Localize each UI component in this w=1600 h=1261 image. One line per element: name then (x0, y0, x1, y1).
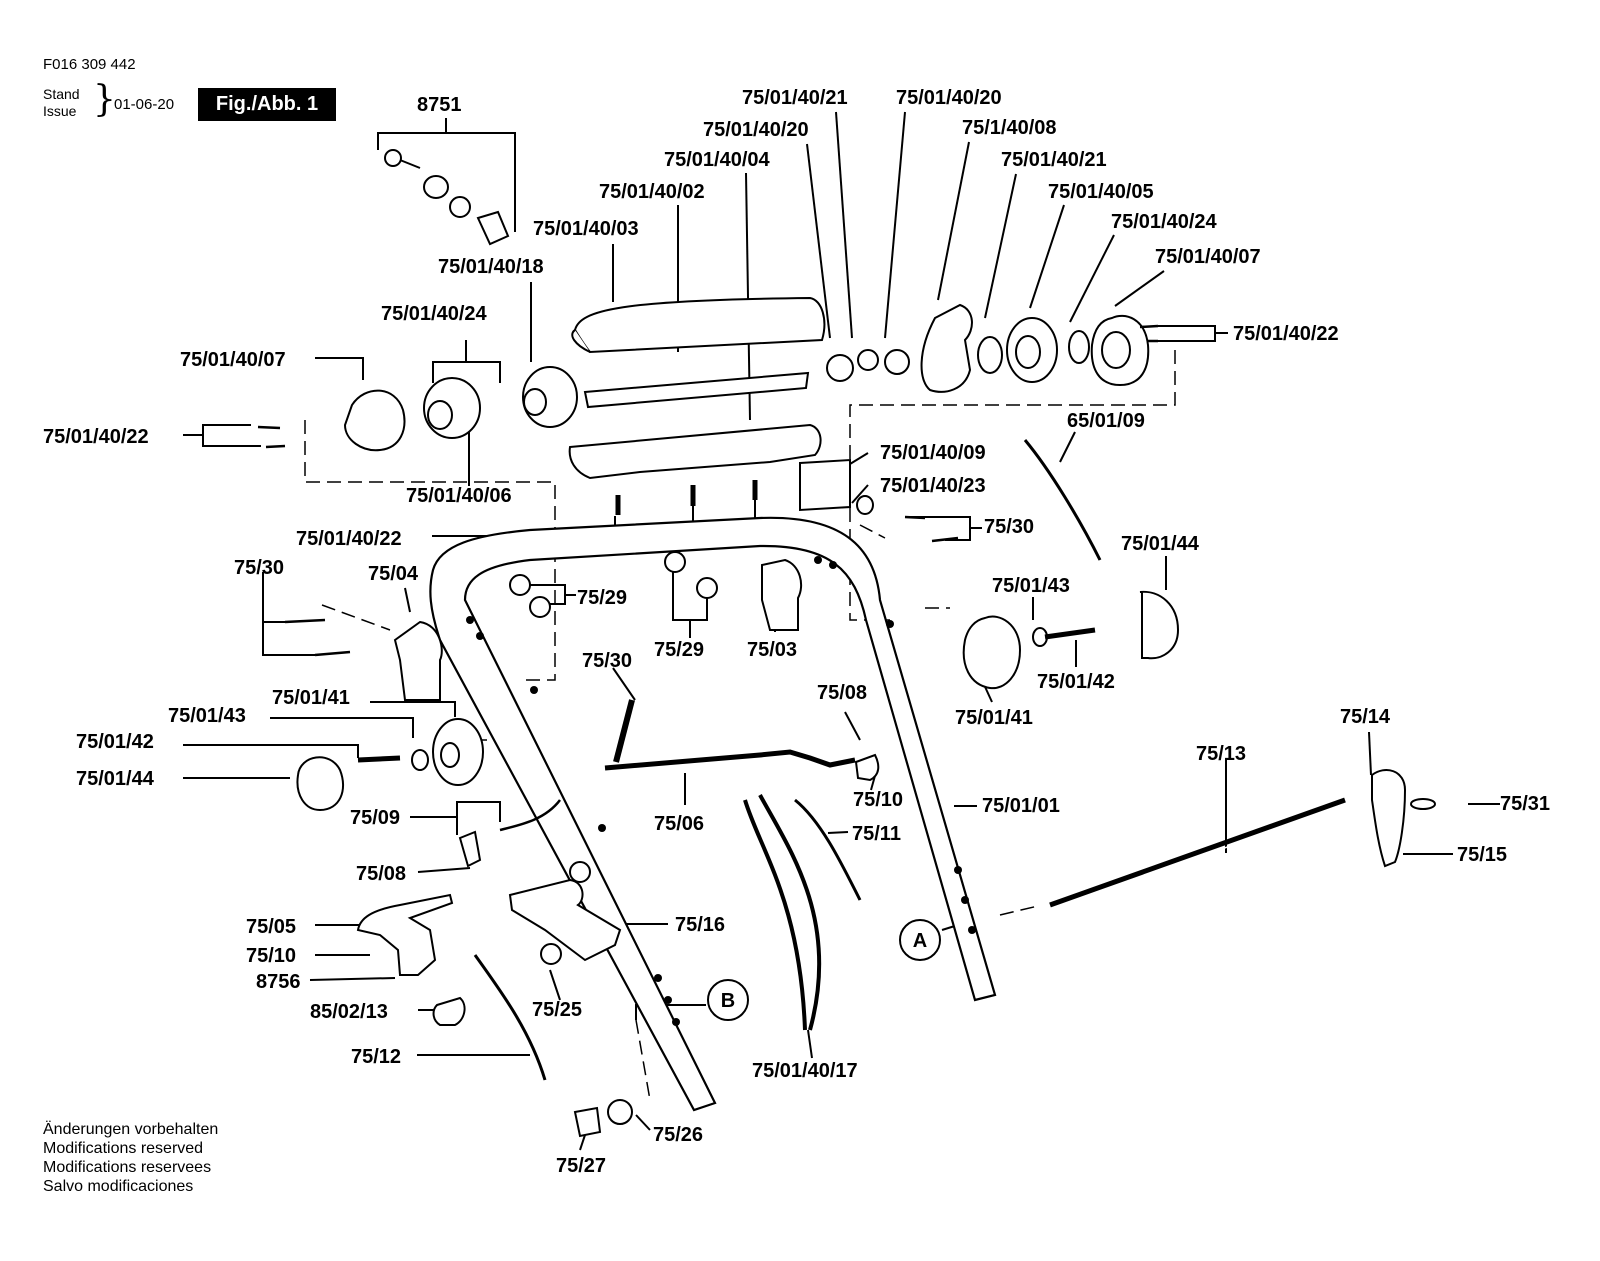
part-label: 75/01/43 (992, 575, 1070, 597)
part-label: 75/14 (1340, 706, 1391, 728)
drawing-number: F016 309 442 (43, 56, 136, 73)
part-label: 75/01/40/06 (406, 485, 512, 507)
part-label: 75/01/40/20 (896, 87, 1002, 109)
part-label: 75/01/43 (168, 705, 246, 727)
part-label: 75/01/01 (982, 795, 1060, 817)
part-label: 75/01/40/24 (1111, 211, 1218, 233)
part-label: 75/01/40/22 (1233, 323, 1339, 345)
part-label: 75/01/42 (1037, 671, 1115, 693)
notice-de: Änderungen vorbehalten (43, 1121, 219, 1138)
notice-fr: Modifications reservees (43, 1159, 212, 1176)
part-label: 75/15 (1457, 844, 1507, 866)
part-label: 75/01/41 (955, 707, 1033, 729)
part-label: 75/09 (350, 807, 400, 829)
part-label: 75/01/40/21 (742, 87, 848, 109)
part-label: 65/01/09 (1067, 410, 1145, 432)
part-label: 75/12 (351, 1046, 401, 1068)
reference-b: B (721, 990, 735, 1012)
part-label: 75/29 (654, 639, 704, 661)
part-label: 75/01/40/17 (752, 1060, 858, 1082)
part-label: 75/08 (356, 863, 406, 885)
part-label: 75/01/44 (1121, 533, 1200, 555)
part-label: 75/25 (532, 999, 582, 1021)
tube-holes (466, 556, 976, 1026)
part-label: 75/01/40/23 (880, 475, 986, 497)
part-label: 75/01/40/05 (1048, 181, 1154, 203)
part-label: 75/01/40/22 (43, 426, 149, 448)
brace-glyph: } (93, 79, 116, 120)
part-label: 75/01/40/21 (1001, 149, 1107, 171)
reference-a: A (913, 930, 927, 952)
rods-and-cables (257, 324, 1346, 1081)
part-label: 75/01/40/02 (599, 181, 705, 203)
handle-tube (429, 516, 997, 1112)
part-label: 75/30 (234, 557, 284, 579)
part-label: 75/04 (368, 563, 419, 585)
part-label: 75/01/40/04 (664, 149, 771, 171)
modification-notice: Änderungen vorbehalten Modifications res… (43, 1120, 218, 1196)
grip-parts (296, 149, 1436, 1138)
part-label: 75/26 (653, 1124, 703, 1146)
part-label: 75/30 (582, 650, 632, 672)
part-label: 75/16 (675, 914, 725, 936)
issue-date: 01-06-20 (114, 96, 175, 113)
part-label: 75/01/40/24 (381, 303, 488, 325)
part-label: 75/08 (817, 682, 867, 704)
part-label: 75/13 (1196, 743, 1246, 765)
part-label: 8756 (256, 971, 301, 993)
part-label: 75/01/40/20 (703, 119, 809, 141)
part-label: 75/01/40/09 (880, 442, 986, 464)
part-label: 85/02/13 (310, 1001, 388, 1023)
stand-label: Stand (43, 86, 80, 102)
part-label: 75/01/42 (76, 731, 154, 753)
part-label: 75/01/40/07 (180, 349, 286, 371)
part-label: 75/10 (246, 945, 296, 967)
part-label: 75/27 (556, 1155, 606, 1177)
stand-issue-labels: Stand Issue (43, 86, 80, 120)
part-label: 75/01/40/07 (1155, 246, 1261, 268)
part-label: 75/01/40/03 (533, 218, 639, 240)
notice-en: Modifications reserved (43, 1140, 204, 1157)
part-label: 75/05 (246, 916, 296, 938)
part-label: 8751 (417, 94, 462, 116)
part-label: 75/30 (984, 516, 1034, 538)
part-label: 75/10 (853, 789, 903, 811)
part-label: 75/31 (1500, 793, 1550, 815)
notice-es: Salvo modificaciones (43, 1178, 194, 1195)
leader-lines (183, 111, 1500, 1151)
part-labels: 8751 75/01/40/21 75/01/40/20 75/01/40/20… (43, 87, 1550, 1177)
part-label: 75/1/40/08 (962, 117, 1057, 139)
part-label: 75/03 (747, 639, 797, 661)
part-label: 75/29 (577, 587, 627, 609)
issue-label: Issue (43, 103, 77, 119)
part-label: 75/11 (852, 823, 901, 845)
part-label: 75/06 (654, 813, 704, 835)
part-label: 75/01/40/22 (296, 528, 402, 550)
figure-label: Fig./Abb. 1 (198, 88, 336, 121)
part-label: 75/01/44 (76, 768, 155, 790)
part-label: 75/01/41 (272, 687, 350, 709)
part-label: 75/01/40/18 (438, 256, 544, 278)
